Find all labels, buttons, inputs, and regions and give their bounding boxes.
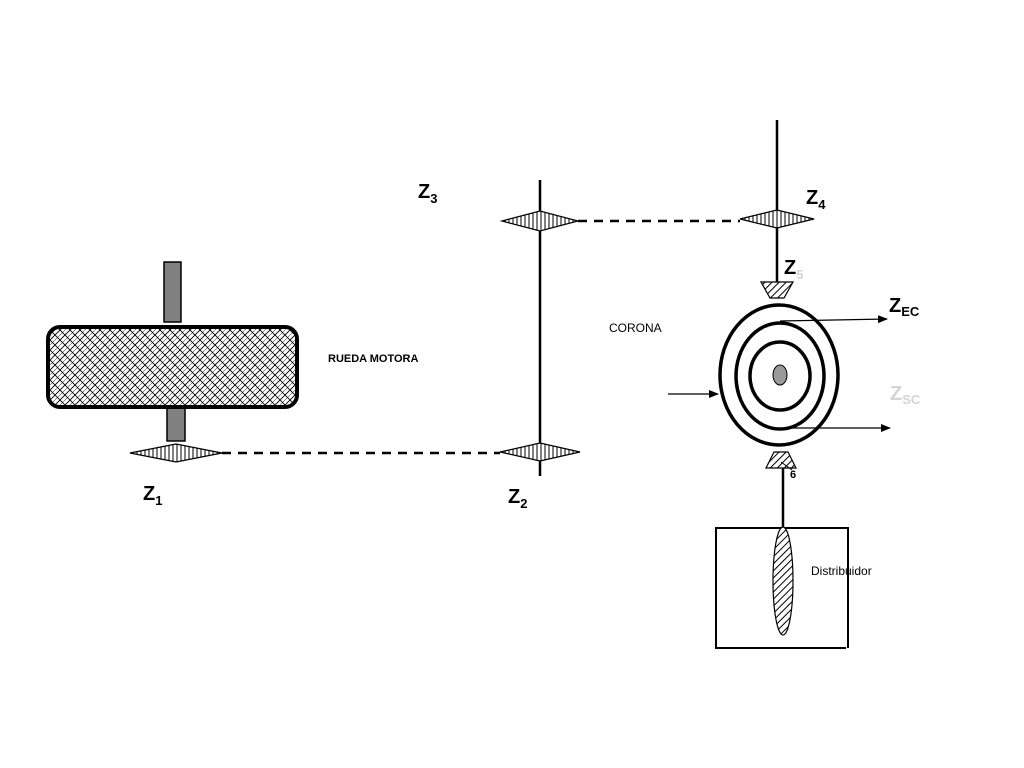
label-z4: Z4	[806, 187, 826, 212]
gear-z3	[499, 210, 581, 232]
gear-z6	[765, 451, 797, 469]
crown-hub	[772, 364, 788, 386]
gear-z1	[129, 443, 223, 463]
wheel-label: RUEDA MOTORA	[328, 353, 419, 365]
crown-inner-ring	[748, 340, 812, 412]
gear-z5	[759, 281, 795, 299]
zec-arrow	[779, 315, 888, 324]
gear-z4	[739, 209, 815, 229]
label-zec: ZEC	[889, 295, 920, 319]
gear-z2	[499, 442, 581, 462]
label-z6: 6	[790, 469, 796, 481]
drive-wheel	[46, 325, 299, 409]
wheel-shaft-top	[163, 261, 182, 323]
distributor-box	[715, 527, 849, 649]
distributor-label: Distribuidor	[811, 564, 872, 578]
crown-label: CORONA	[609, 321, 662, 335]
distributor-rotor	[772, 526, 794, 636]
label-z2: Z2	[508, 486, 527, 511]
z6-leader	[780, 461, 793, 471]
label-z3: Z3	[418, 181, 437, 206]
label-zsc: ZSC	[890, 383, 921, 407]
wheel-shaft-bottom	[166, 404, 186, 442]
label-z5: Z5	[784, 257, 803, 282]
label-z1: Z1	[143, 483, 162, 508]
crown-outer-ring	[718, 303, 840, 447]
crown-middle-ring	[734, 321, 826, 431]
